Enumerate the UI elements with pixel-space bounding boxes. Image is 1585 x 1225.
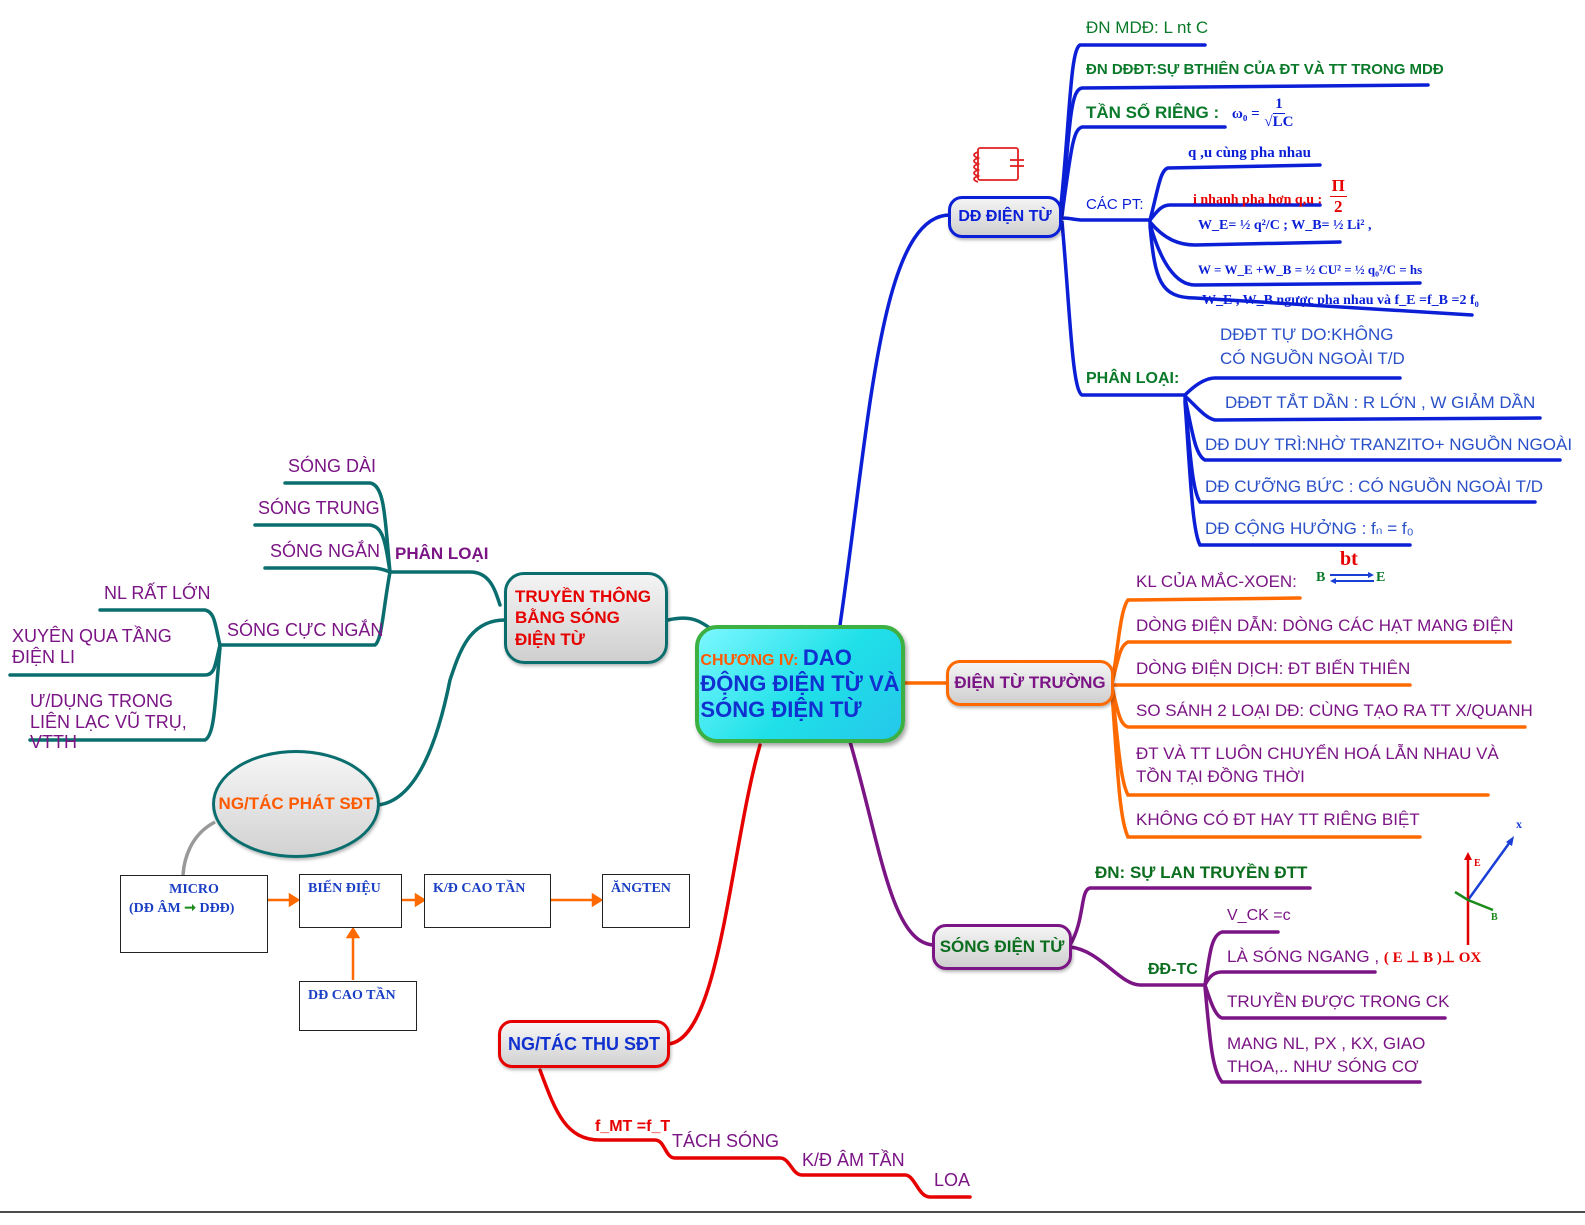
ng-tac-phat-title: NG/TÁC PHÁT SĐT bbox=[218, 794, 374, 813]
truyen-thong-title: TRUYỀN THÔNG BẰNG SÓNG ĐIỆN TỪ bbox=[515, 587, 651, 649]
pt-1: q ,u cùng pha nhau bbox=[1188, 145, 1311, 161]
pt-3: W_E= ½ q²/C ; W_B= ½ Li² , bbox=[1198, 218, 1372, 233]
dtt-i5a: ĐT VÀ TT LUÔN CHUYỂN HOÁ LẪN NHAU VÀ bbox=[1136, 744, 1499, 763]
tt-s4: SÓNG CỰC NGẮN bbox=[227, 620, 384, 640]
tt-s3: SÓNG NGẮN bbox=[270, 541, 381, 561]
micro-box: MICRO (DĐ ÂM ➞ DĐĐ) bbox=[120, 875, 268, 953]
bien-dieu-box: BIẾN ĐIỆU bbox=[299, 874, 402, 928]
thu-cond: f_MT =f_T bbox=[595, 1118, 671, 1135]
dn-mdd: ĐN MDĐ: L nt C bbox=[1086, 18, 1209, 37]
pl-1b: CÓ NGUỒN NGOÀI T/D bbox=[1220, 349, 1405, 368]
center-title-1: DAO bbox=[802, 645, 852, 671]
dd-dien-tu-title: DĐ ĐIỆN TỪ bbox=[958, 208, 1052, 225]
tt-s4-2: XUYÊN QUA TẦNG ĐIỆN LI bbox=[12, 626, 172, 667]
sdt-c3: TRUYỀN ĐƯỢC TRONG CK bbox=[1227, 992, 1450, 1011]
sdt-c2-text: LÀ SÓNG NGANG , bbox=[1227, 947, 1380, 966]
tan-so-rieng: TẦN SỐ RIÊNG : ω₀ = 1 √LC bbox=[1086, 96, 1293, 132]
kl-b: B bbox=[1316, 570, 1326, 585]
pt-2: i nhanh pha hơn q,u : Π 2 bbox=[1193, 176, 1347, 220]
bien-dieu-label: BIẾN ĐIỆU bbox=[308, 881, 381, 896]
dtt-i2: DÒNG ĐIỆN DẪN: DÒNG CÁC HẠT MANG ĐIỆN bbox=[1136, 616, 1514, 635]
dtt-i4: SO SÁNH 2 LOẠI DĐ: CÙNG TẠO RA TT X/QUAN… bbox=[1136, 701, 1533, 720]
ng-tac-phat-node[interactable]: NG/TÁC PHÁT SĐT bbox=[212, 750, 380, 858]
tan-so-label: TẦN SỐ RIÊNG : bbox=[1086, 103, 1220, 123]
pl-3: DĐ DUY TRÌ:NHỜ TRANZITO+ NGUỒN NGOÀI bbox=[1205, 435, 1573, 454]
arrow-right-icon: ➞ bbox=[184, 901, 196, 916]
kl-maxwell: KL CỦA MẮC-XOEN: bbox=[1136, 572, 1297, 592]
center-node[interactable]: CHƯƠNG IV: DAO ĐỘNG ĐIỆN TỪ VÀ SÓNG ĐIỆN… bbox=[695, 625, 905, 743]
kl-text: KL CỦA MẮC-XOEN: bbox=[1136, 572, 1297, 591]
center-prefix: CHƯƠNG IV: bbox=[700, 652, 799, 670]
sdt-c2-math: ( E ⊥ B )⊥ OX bbox=[1383, 950, 1482, 966]
tan-so-fraction: 1 √LC bbox=[1264, 96, 1293, 132]
tt-phan-loai: PHÂN LOẠI bbox=[395, 544, 489, 563]
pt-2-den: 2 bbox=[1334, 196, 1343, 216]
kl-formula: bt B E bbox=[1312, 548, 1392, 592]
pt-4: W = W_E +W_B = ½ CU² = ½ q₀²/C = hs bbox=[1198, 262, 1423, 277]
pl-4: DĐ CƯỠNG BỨC : CÓ NGUỒN NGOÀI T/D bbox=[1205, 477, 1543, 496]
thu-s2: K/Đ ÂM TẦN bbox=[802, 1150, 905, 1170]
phan-loai-label: PHÂN LOẠI: bbox=[1086, 370, 1180, 387]
song-dien-tu-title: SÓNG ĐIỆN TỪ bbox=[939, 937, 1065, 956]
sdt-c4b: THOA,.. NHƯ SÓNG CƠ bbox=[1227, 1057, 1419, 1076]
tt-s4-3: Ư/DỤNG TRONG LIÊN LẠC VŨ TRỤ, VTTH bbox=[30, 691, 187, 753]
sdt-c1: V_CK =c bbox=[1227, 907, 1291, 924]
pt-2-text: i nhanh pha hơn q,u : bbox=[1193, 192, 1323, 208]
dien-tu-truong-title: ĐIỆN TỪ TRƯỜNG bbox=[954, 673, 1106, 692]
center-title-2: ĐỘNG ĐIỆN TỪ VÀ bbox=[700, 671, 900, 697]
micro-line-2a: (DĐ ÂM bbox=[129, 901, 181, 916]
sdt-c2: LÀ SÓNG NGANG , ( E ⊥ B )⊥ OX bbox=[1227, 947, 1481, 967]
axis-e-label: E bbox=[1474, 858, 1481, 869]
pl-2: DĐĐT TẮT DẦN : R LỚN , W GIẢM DẦN bbox=[1225, 393, 1536, 412]
kl-bt: bt bbox=[1340, 548, 1358, 570]
micro-line-2b: DĐĐ) bbox=[199, 901, 235, 916]
pt-2-num: Π bbox=[1329, 176, 1347, 197]
dd-cao-tan-label: DĐ CAO TẦN bbox=[308, 988, 396, 1003]
lc-circuit-icon bbox=[973, 147, 1024, 183]
dien-tu-truong-node[interactable]: ĐIỆN TỪ TRƯỜNG bbox=[946, 660, 1114, 706]
sdt-dn: ĐN: SỰ LAN TRUYỀN ĐTT bbox=[1095, 863, 1308, 882]
dtt-i3: DÒNG ĐIỆN DỊCH: ĐT BIẾN THIÊN bbox=[1136, 659, 1411, 678]
kd-cao-tan-label: K/Đ CAO TẦN bbox=[433, 881, 526, 896]
pl-1a: DĐĐT TỰ DO:KHÔNG bbox=[1220, 325, 1394, 344]
ng-tac-thu-title: NG/TÁC THU SĐT bbox=[508, 1033, 660, 1054]
pl-5: DĐ CỘNG HƯỞNG : fₙ = f₀ bbox=[1205, 519, 1414, 538]
kl-e: E bbox=[1376, 570, 1386, 585]
dtt-i5b: TỒN TẠI ĐỒNG THỜI bbox=[1136, 767, 1305, 786]
axis-b-label: B bbox=[1491, 912, 1498, 923]
dn-dddt: ĐN DĐĐT:SỰ BTHIÊN CỦA ĐT VÀ TT TRONG MDĐ bbox=[1086, 61, 1444, 78]
kl-arrows-icon bbox=[1330, 572, 1374, 584]
dd-cao-tan-box: DĐ CAO TẦN bbox=[299, 981, 417, 1031]
angten-label: ĂNGTEN bbox=[611, 881, 671, 896]
dtt-i6: KHÔNG CÓ ĐT HAY TT RIÊNG BIỆT bbox=[1136, 810, 1420, 829]
tt-s4-1: NL RẤT LỚN bbox=[104, 583, 211, 603]
thu-s3: LOA bbox=[934, 1170, 971, 1190]
pt-5: W_E , W_B ngược pha nhau và f_E =f_B =2 … bbox=[1202, 293, 1479, 308]
sdt-ddtc: ĐĐ-TC bbox=[1148, 961, 1198, 978]
truyen-thong-node[interactable]: TRUYỀN THÔNG BẰNG SÓNG ĐIỆN TỪ bbox=[504, 572, 668, 664]
tan-so-den: √LC bbox=[1264, 114, 1294, 131]
micro-line-2: (DĐ ÂM ➞ DĐĐ) bbox=[129, 900, 259, 917]
cac-pt-label: CÁC PT: bbox=[1086, 196, 1144, 213]
tt-s2: SÓNG TRUNG bbox=[258, 498, 380, 518]
ng-tac-thu-node[interactable]: NG/TÁC THU SĐT bbox=[498, 1020, 670, 1068]
pt-2-fraction: Π 2 bbox=[1329, 176, 1347, 216]
angten-box: ĂNGTEN bbox=[602, 874, 690, 928]
center-title-3: SÓNG ĐIỆN TỪ bbox=[700, 696, 862, 722]
song-dien-tu-node[interactable]: SÓNG ĐIỆN TỪ bbox=[932, 924, 1072, 970]
sdt-c4a: MANG NL, PX , KX, GIAO bbox=[1227, 1034, 1426, 1053]
tt-s1: SÓNG DÀI bbox=[288, 456, 377, 476]
tan-so-num: 1 bbox=[1273, 96, 1285, 115]
tan-so-lhs: ω₀ = bbox=[1231, 106, 1260, 123]
thu-s1: TÁCH SÓNG bbox=[672, 1131, 780, 1151]
kd-cao-tan-box: K/Đ CAO TẦN bbox=[424, 874, 551, 928]
dd-dien-tu-node[interactable]: DĐ ĐIỆN TỪ bbox=[948, 196, 1062, 238]
axis-x-label: x bbox=[1516, 817, 1522, 831]
em-wave-axes-icon bbox=[1454, 836, 1514, 945]
micro-line-1: MICRO bbox=[169, 882, 219, 897]
